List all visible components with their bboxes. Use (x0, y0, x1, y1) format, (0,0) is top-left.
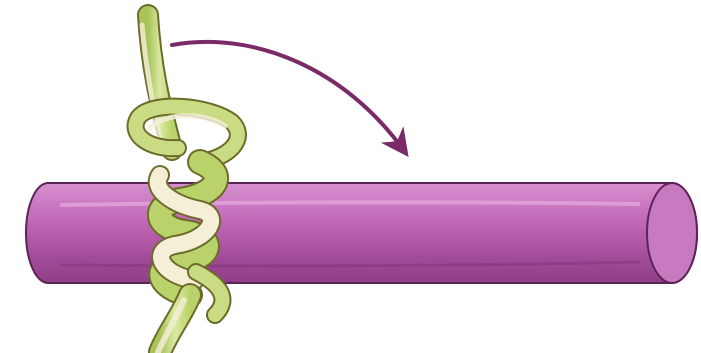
pole-icon (26, 183, 697, 283)
arrow-icon (172, 42, 402, 148)
